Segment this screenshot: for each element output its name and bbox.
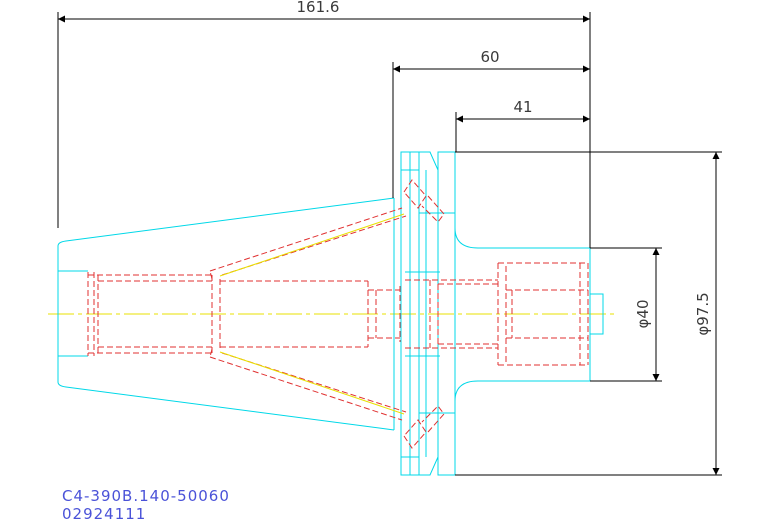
dim-shank-length: 41 bbox=[513, 98, 532, 116]
cone-inner-lines bbox=[219, 213, 405, 415]
end-stub bbox=[589, 293, 604, 335]
dim-overall-length: 161.6 bbox=[297, 0, 340, 16]
dim-flange-diameter: φ97.5 bbox=[694, 292, 712, 335]
dimension-lines bbox=[57, 12, 722, 476]
part-code: 02924111 bbox=[62, 505, 147, 523]
dim-flange-to-end: 60 bbox=[480, 48, 499, 66]
dim-shank-diameter: φ40 bbox=[634, 300, 652, 329]
part-number: C4-390B.140-50060 bbox=[62, 487, 230, 505]
